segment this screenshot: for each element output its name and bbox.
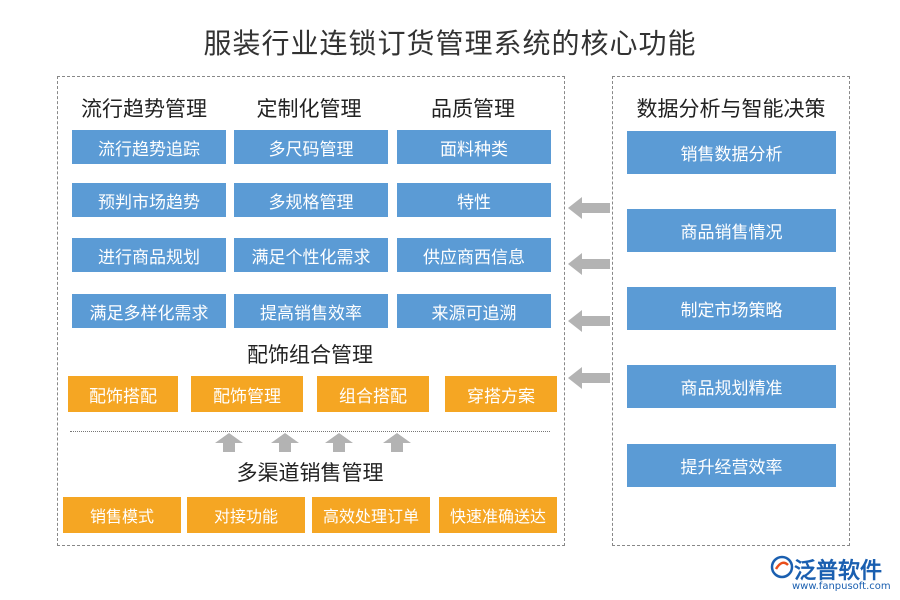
logo-name: 泛普软件 — [794, 559, 883, 584]
analysis-heading: 数据分析与智能决策 — [636, 97, 826, 121]
analysis-item: 提升经营效率 — [627, 444, 836, 487]
analysis-item: 商品销售情况 — [627, 209, 836, 252]
accessory-item: 配饰管理 — [191, 376, 303, 412]
custom-heading: 定制化管理 — [256, 97, 362, 121]
trend-item: 满足多样化需求 — [72, 294, 226, 328]
trend-item: 进行商品规划 — [72, 238, 226, 272]
fanpu-logo-icon — [770, 555, 794, 579]
up-arrow-icon — [215, 433, 243, 452]
trend-heading: 流行趋势管理 — [81, 97, 207, 121]
custom-item: 满足个性化需求 — [234, 238, 388, 272]
custom-item: 多尺码管理 — [234, 130, 388, 164]
accessory-item: 穿搭方案 — [445, 376, 557, 412]
trend-item: 流行趋势追踪 — [72, 130, 226, 164]
up-arrow-icon — [325, 433, 353, 452]
quality-item: 供应商西信息 — [397, 238, 551, 272]
separator-line — [70, 431, 550, 432]
logo-url: www.fanpusoft.com — [792, 581, 891, 592]
left-arrow-icon — [568, 197, 610, 219]
right-panel — [612, 76, 850, 546]
quality-item: 来源可追溯 — [397, 294, 551, 328]
quality-heading: 品质管理 — [431, 97, 515, 121]
accessory-item: 组合搭配 — [317, 376, 429, 412]
up-arrow-icon — [271, 433, 299, 452]
page-title: 服装行业连锁订货管理系统的核心功能 — [203, 27, 697, 60]
channel-item: 高效处理订单 — [312, 497, 430, 533]
left-arrow-icon — [568, 367, 610, 389]
channel-heading: 多渠道销售管理 — [236, 461, 384, 485]
accessory-item: 配饰搭配 — [68, 376, 178, 412]
left-arrow-icon — [568, 253, 610, 275]
up-arrow-icon — [383, 433, 411, 452]
analysis-item: 制定市场策略 — [627, 287, 836, 330]
accessory-heading: 配饰组合管理 — [247, 343, 373, 367]
left-arrow-icon — [568, 310, 610, 332]
analysis-item: 商品规划精准 — [627, 365, 836, 408]
channel-item: 销售模式 — [63, 497, 181, 533]
quality-item: 面料种类 — [397, 130, 551, 164]
left-panel — [57, 76, 565, 546]
quality-item: 特性 — [397, 183, 551, 217]
custom-item: 多规格管理 — [234, 183, 388, 217]
channel-item: 对接功能 — [187, 497, 305, 533]
custom-item: 提高销售效率 — [234, 294, 388, 328]
channel-item: 快速准确送达 — [439, 497, 557, 533]
trend-item: 预判市场趋势 — [72, 183, 226, 217]
analysis-item: 销售数据分析 — [627, 131, 836, 174]
